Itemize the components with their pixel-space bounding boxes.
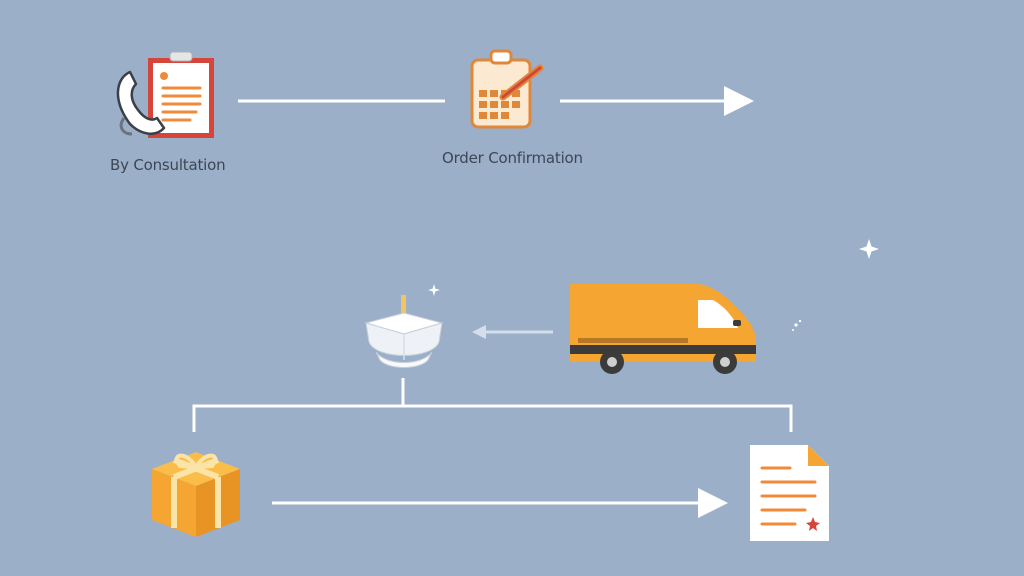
- delivery-van-icon: [570, 284, 756, 374]
- sparkle-icon: [428, 284, 440, 296]
- calendar-pencil-icon: [470, 49, 544, 129]
- step-label-consultation: By Consultation: [110, 156, 226, 174]
- branch-connector: [192, 378, 793, 432]
- bowl-icon: [364, 295, 444, 368]
- phone-clipboard-icon: [116, 51, 214, 138]
- gift-box-icon: [152, 452, 240, 537]
- arrow-van-to-bowl: [472, 325, 553, 339]
- document-icon: [750, 445, 829, 541]
- step-label-order-confirmation: Order Confirmation: [442, 149, 583, 167]
- sparkle-icon: [792, 319, 802, 331]
- sparkle-icon: [859, 239, 879, 259]
